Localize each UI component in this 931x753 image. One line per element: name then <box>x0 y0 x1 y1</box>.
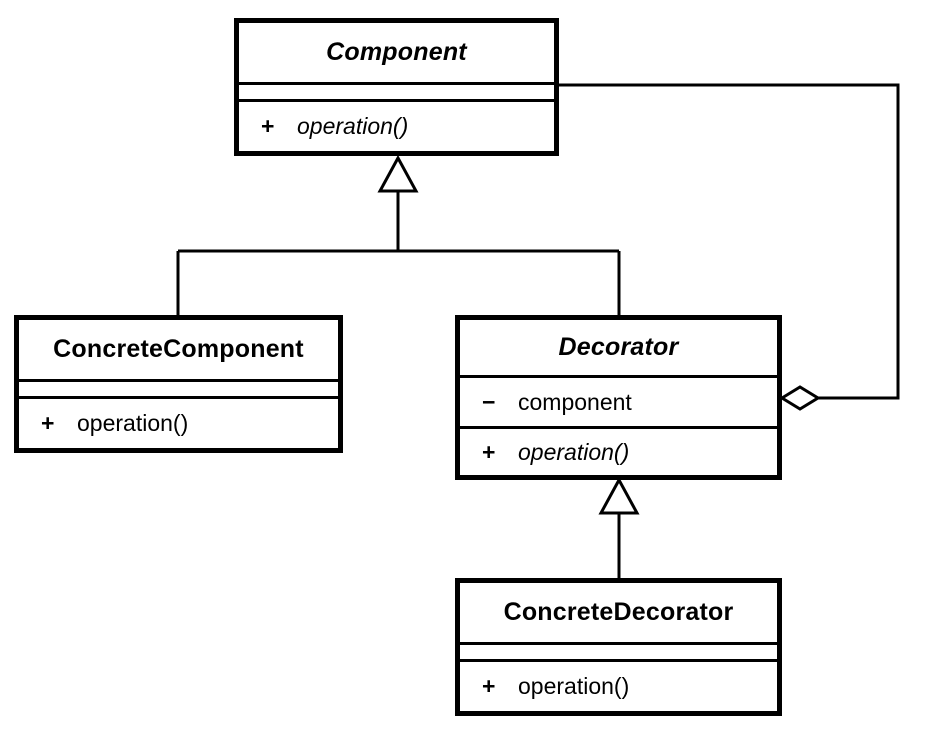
decorator-operation-label: operation() <box>518 438 630 465</box>
concrete-decorator-operation-row: + operation() <box>460 673 777 700</box>
hollow-diamond-icon <box>779 385 821 411</box>
hollow-triangle-icon-component <box>377 154 419 193</box>
concrete-component-attributes-compartment <box>19 382 338 399</box>
class-box-concrete-decorator[interactable]: ConcreteDecorator + operation() <box>455 578 782 716</box>
concrete-component-operation-visibility: + <box>41 410 55 436</box>
component-class-name: Component <box>326 38 467 66</box>
class-box-concrete-component[interactable]: ConcreteComponent + operation() <box>14 315 343 453</box>
concrete-decorator-operation-label: operation() <box>518 673 630 699</box>
decorator-attribute-label: component <box>518 388 632 415</box>
component-operations-compartment: + operation() <box>239 102 554 151</box>
decorator-operation-row: + operation() <box>460 439 777 466</box>
decorator-attribute-visibility: − <box>482 388 496 415</box>
concrete-decorator-operation-visibility: + <box>482 673 496 699</box>
hollow-triangle-icon-decorator <box>598 476 640 515</box>
decorator-name-compartment: Decorator <box>460 320 777 378</box>
concrete-component-attributes-empty <box>19 382 338 396</box>
component-operation-row: + operation() <box>239 113 554 140</box>
concrete-decorator-name-compartment: ConcreteDecorator <box>460 583 777 645</box>
generalization-to-decorator <box>598 476 640 580</box>
generalization-to-component <box>176 154 621 317</box>
concrete-component-operations-compartment: + operation() <box>19 399 338 448</box>
component-operation-visibility: + <box>261 113 275 139</box>
decorator-operation-visibility: + <box>482 438 496 465</box>
concrete-decorator-attributes-empty <box>460 645 777 659</box>
component-attributes-compartment <box>239 85 554 102</box>
class-box-component[interactable]: Component + operation() <box>234 18 559 156</box>
concrete-decorator-attributes-compartment <box>460 645 777 662</box>
component-attributes-empty <box>239 85 554 99</box>
concrete-decorator-class-name: ConcreteDecorator <box>503 598 734 626</box>
component-name-compartment: Component <box>239 23 554 85</box>
decorator-class-name: Decorator <box>558 333 679 361</box>
decorator-attribute-row: − component <box>460 389 777 416</box>
class-box-decorator[interactable]: Decorator − component + operation() <box>455 315 782 480</box>
decorator-attributes-compartment: − component <box>460 378 777 429</box>
concrete-component-name-compartment: ConcreteComponent <box>19 320 338 382</box>
concrete-component-operation-label: operation() <box>77 410 189 436</box>
decorator-operations-compartment: + operation() <box>460 429 777 475</box>
concrete-component-class-name: ConcreteComponent <box>53 335 304 363</box>
concrete-decorator-operations-compartment: + operation() <box>460 662 777 711</box>
component-operation-label: operation() <box>297 113 409 139</box>
concrete-component-operation-row: + operation() <box>19 410 338 437</box>
